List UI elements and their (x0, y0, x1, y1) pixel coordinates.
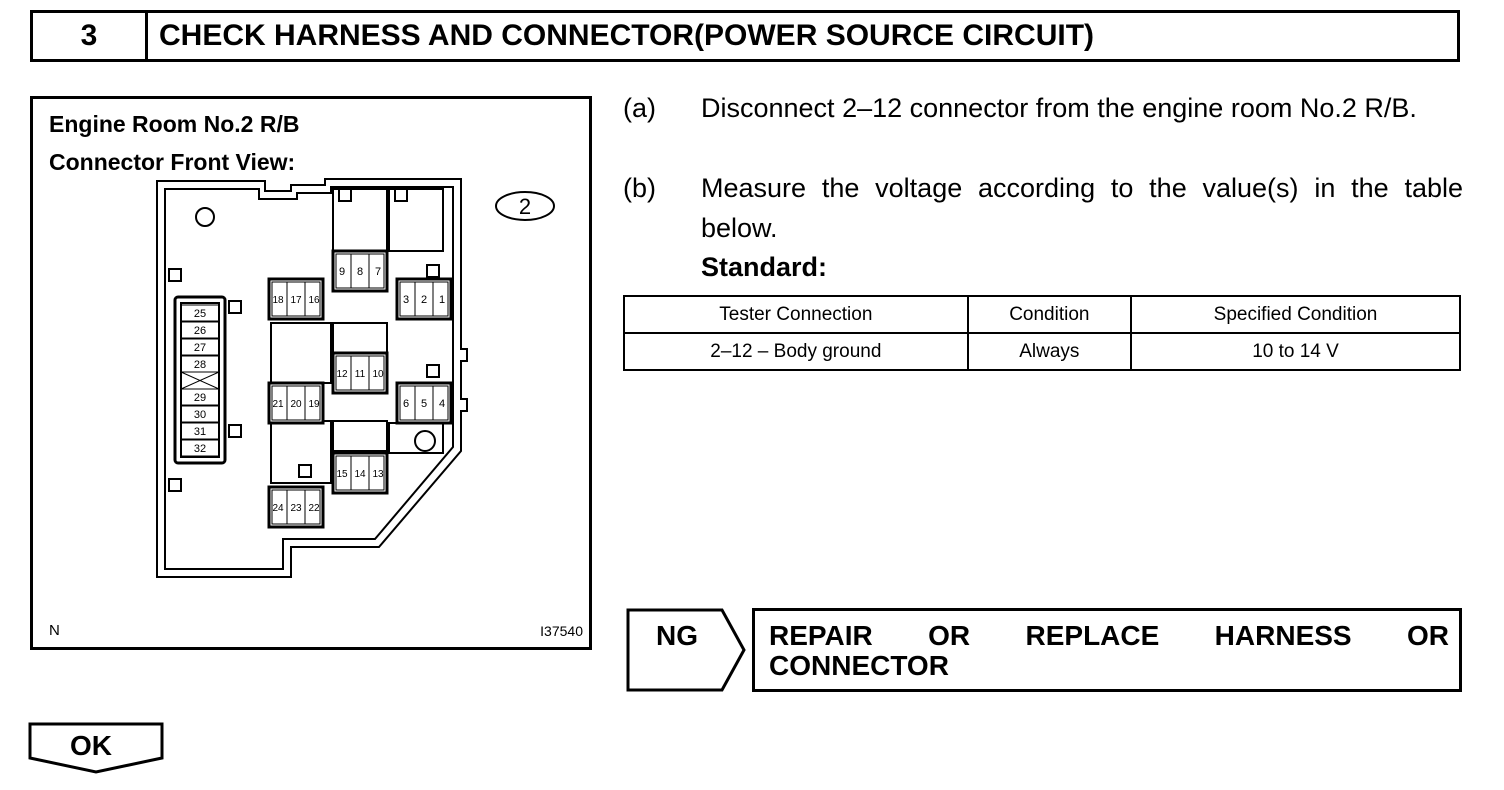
pin-group-24-23-22: 24 23 22 (267, 485, 325, 529)
vertical-pin-cell (180, 355, 220, 373)
pin-label: 29 (194, 392, 206, 404)
table-header-row: Tester Connection Condition Specified Co… (623, 295, 1461, 334)
pin-label: 3 (403, 294, 409, 306)
mount-hole (195, 207, 215, 227)
standard-label: Standard: (701, 252, 828, 282)
vertical-pin-cell (180, 405, 220, 423)
table-cell: 10 to 14 V (1130, 332, 1461, 371)
pin-group-15-14-13: 15 14 13 (331, 451, 389, 495)
pin-label: 25 (194, 308, 206, 320)
figure-title-line1: Engine Room No.2 R/B (49, 111, 300, 137)
step-a-text: Disconnect 2–12 connector from the engin… (701, 93, 1417, 123)
pin-label: 28 (194, 359, 206, 371)
pin-label: 15 (336, 469, 348, 480)
pin-label: 13 (372, 469, 384, 480)
pin-label: 24 (272, 503, 284, 514)
pin-label: 11 (355, 369, 366, 380)
vertical-pin-cell (180, 422, 220, 440)
table-header: Tester Connection (623, 295, 969, 334)
vertical-pin-cell (180, 388, 220, 406)
pin-label: 22 (308, 503, 320, 514)
step-a-label: (a) (623, 93, 656, 123)
ng-label: NG (656, 620, 698, 651)
pin-group-21-20-19: 21 20 19 (267, 381, 325, 425)
step-b: (b) Measure the voltage according to the… (623, 168, 1463, 252)
table-cell: 2–12 – Body ground (623, 332, 969, 371)
round-post (414, 430, 436, 452)
pin-label: 1 (439, 294, 445, 306)
callout-number: 2 (519, 194, 531, 219)
vertical-pin-column: 25 26 27 28 29 30 31 32 (180, 304, 220, 457)
table-header: Specified Condition (1130, 295, 1461, 334)
step-header: 3 CHECK HARNESS AND CONNECTOR(POWER SOUR… (30, 10, 1460, 62)
pin-group-18-17-16: 18 17 16 (267, 277, 325, 321)
spec-table: Tester Connection Condition Specified Co… (623, 295, 1461, 371)
pin-label: 23 (290, 503, 302, 514)
pin-label: 27 (194, 342, 206, 354)
step-a: (a) Disconnect 2–12 connector from the e… (623, 88, 1463, 172)
step-number: 3 (33, 13, 148, 59)
ng-action-box: REPAIR OR REPLACE HARNESS OR CONNECTOR (752, 608, 1462, 692)
pin-label: 26 (194, 325, 206, 337)
ng-result-arrow: NG (626, 608, 746, 692)
pin-label: 6 (403, 398, 409, 410)
figure-code: I37540 (540, 623, 583, 639)
table-header: Condition (966, 295, 1133, 334)
pin-label: 21 (272, 399, 284, 410)
vertical-connector (173, 295, 227, 465)
pin-label: 31 (194, 426, 206, 438)
ok-label: OK (70, 730, 112, 761)
figure-footer-n: N (49, 622, 60, 639)
pin-label: 14 (354, 469, 366, 480)
pin-label: 30 (194, 409, 206, 421)
housing-inner (164, 186, 454, 570)
pin-label: 19 (308, 399, 320, 410)
step-b-text: Measure the voltage according to the val… (701, 173, 1463, 243)
pin-label: 7 (375, 266, 381, 278)
pin-label: 16 (308, 295, 320, 306)
pin-label: 4 (439, 398, 445, 410)
pin-label: 17 (290, 295, 302, 306)
step-b-label: (b) (623, 173, 656, 203)
housing-outline (156, 178, 468, 578)
pin-label: 32 (194, 443, 206, 455)
pin-label: 10 (372, 369, 384, 380)
pin-label: 18 (272, 295, 284, 306)
step-title: CHECK HARNESS AND CONNECTOR(POWER SOURCE… (159, 19, 1095, 52)
pin-label: 8 (357, 266, 363, 278)
vertical-pin-cell (180, 304, 220, 322)
vertical-pin-cell (180, 439, 220, 457)
ng-action-line1: REPAIR OR REPLACE HARNESS OR (769, 620, 1449, 651)
pin-label: 2 (421, 294, 427, 306)
pin-label: 20 (290, 399, 302, 410)
figure-title-line2: Connector Front View: (49, 149, 296, 175)
pin-label: 12 (336, 369, 348, 380)
pin-label: 5 (421, 398, 427, 410)
pin-group-12-11-10: 12 11 10 (331, 351, 389, 395)
table-cell: Always (966, 332, 1133, 371)
vertical-pin-cell (180, 338, 220, 356)
table-row: 2–12 – Body ground Always 10 to 14 V (623, 332, 1461, 371)
callout-label: 2 (495, 191, 555, 221)
figure-title: Engine Room No.2 R/B Connector Front Vie… (49, 105, 299, 181)
no-pin-mark (180, 371, 220, 390)
pin-label: 9 (339, 266, 345, 278)
vertical-pin-cell (180, 321, 220, 339)
ok-result-arrow: OK (28, 722, 166, 774)
ng-action-line2: CONNECTOR (769, 650, 949, 681)
